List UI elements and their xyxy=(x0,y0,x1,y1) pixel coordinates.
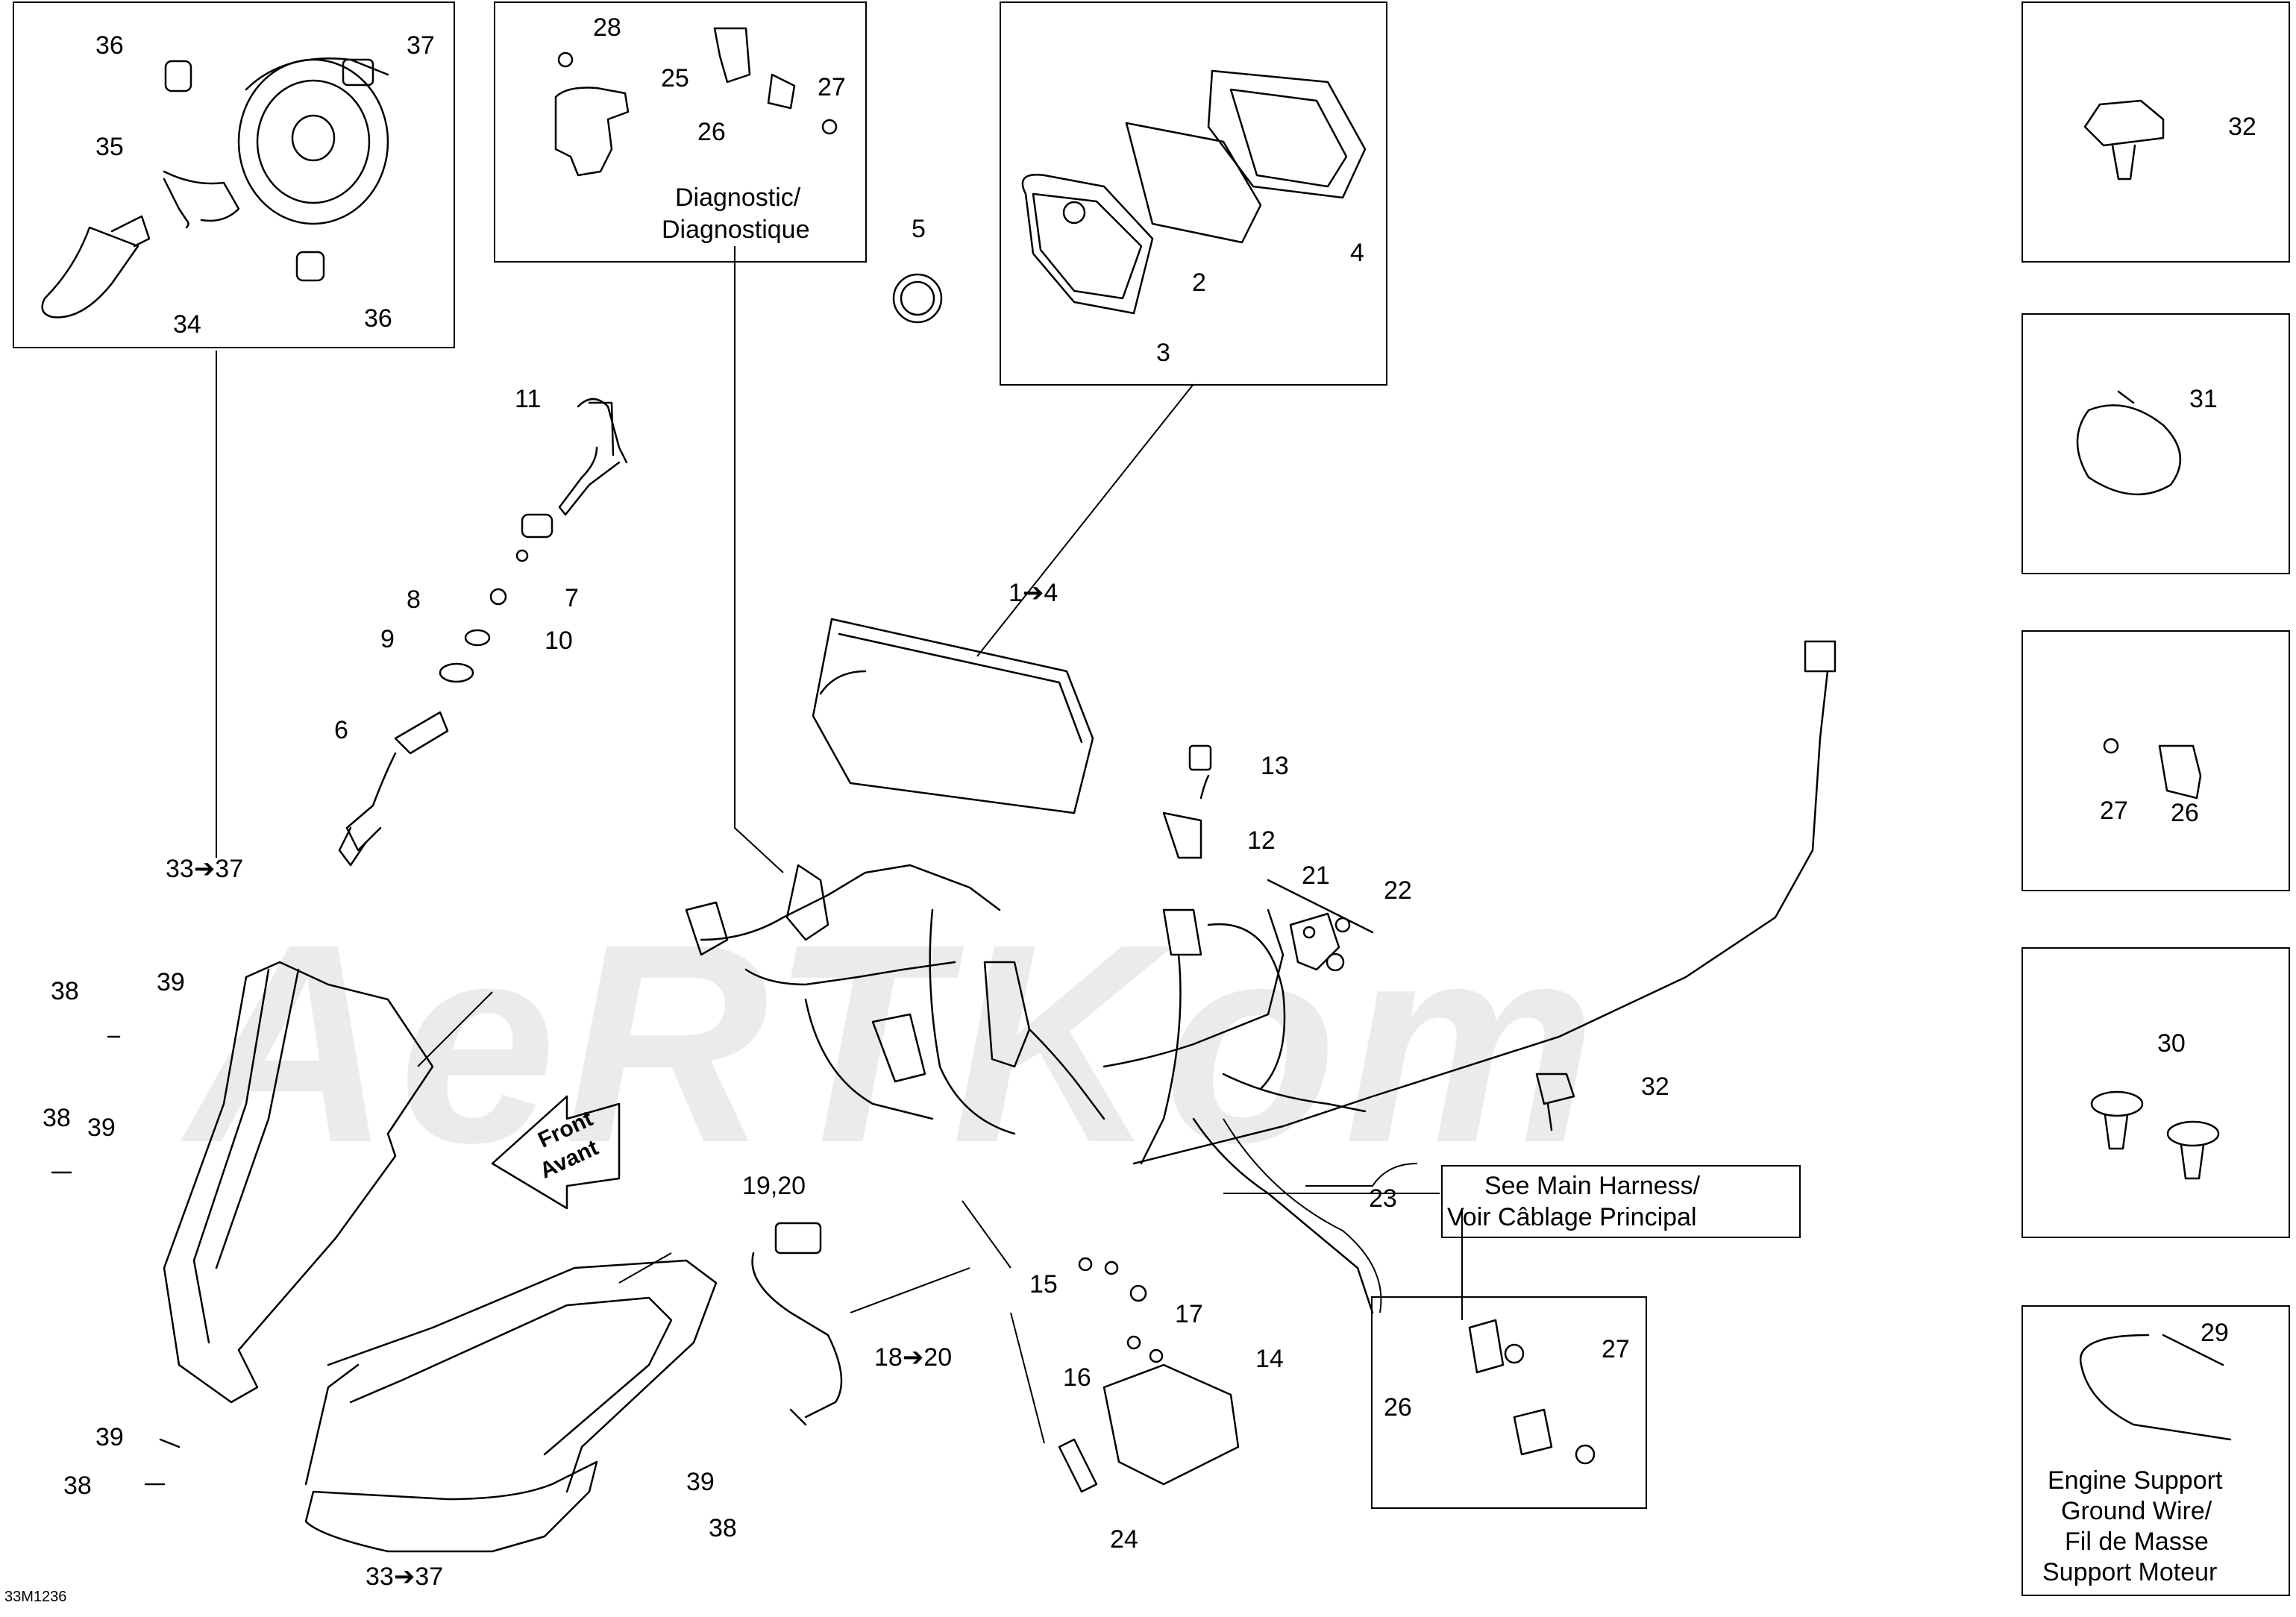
callout-34: 34 xyxy=(173,310,201,339)
inset-diagnostic xyxy=(494,1,867,263)
strap-part xyxy=(2076,390,2182,496)
harness-note-box xyxy=(1441,1165,1801,1238)
callout-2: 2 xyxy=(1192,269,1206,297)
sensor-cable-parts xyxy=(338,398,628,867)
callout-25: 25 xyxy=(661,64,689,92)
callout-7: 7 xyxy=(565,584,579,612)
inset-strap-31 xyxy=(2021,313,2290,574)
callout-9: 9 xyxy=(380,625,395,653)
clip-bracket-parts xyxy=(1468,738,2202,1465)
callout-1-4: 1➔4 xyxy=(1009,579,1058,607)
callout-39-b: 39 xyxy=(87,1114,116,1142)
figure-reference: 33M1236 xyxy=(4,1589,67,1605)
callout-31: 31 xyxy=(2189,385,2218,413)
main-harness xyxy=(685,618,1837,1314)
callout-26-inset: 26 xyxy=(1384,1393,1412,1422)
callout-15: 15 xyxy=(1029,1270,1058,1299)
callout-33-37-top: 33➔37 xyxy=(166,855,244,883)
callout-32-inset: 32 xyxy=(2228,113,2256,141)
callout-26-right: 26 xyxy=(2171,799,2199,827)
callout-38-b: 38 xyxy=(43,1104,71,1132)
callout-21: 21 xyxy=(1302,861,1330,890)
callout-35: 35 xyxy=(95,133,124,161)
push-rivets-parts xyxy=(2090,1090,2220,1180)
callout-16: 16 xyxy=(1063,1363,1091,1392)
harness-note-line2: Voir Câblage Principal xyxy=(1447,1203,1697,1231)
inset-headlamp-bulb xyxy=(13,1,455,348)
callout-8: 8 xyxy=(407,585,421,614)
ground-wire-note-line2: Ground Wire/ xyxy=(2061,1497,2212,1525)
callout-29: 29 xyxy=(2201,1319,2229,1347)
diagnostic-connector-parts xyxy=(554,27,838,177)
relay-parts xyxy=(1058,1257,1240,1493)
harness-note-line1: See Main Harness/ xyxy=(1484,1172,1701,1200)
callout-26-diag: 26 xyxy=(697,118,726,146)
callout-3: 3 xyxy=(1156,339,1170,367)
callout-19-20: 19,20 xyxy=(742,1172,806,1200)
callout-36-top: 36 xyxy=(95,31,124,60)
push-fastener xyxy=(1535,1073,1575,1131)
inset-ground-wire-29 xyxy=(2021,1305,2290,1596)
inset-clip-32 xyxy=(2021,1,2290,263)
callout-28: 28 xyxy=(593,13,621,42)
callout-13: 13 xyxy=(1261,752,1289,780)
inset-bracket-26-27 xyxy=(2021,630,2290,891)
front-arrow xyxy=(491,1095,621,1210)
diagnostic-title-line1: Diagnostic/ xyxy=(675,183,801,212)
callout-36-bottom: 36 xyxy=(364,304,392,333)
callout-12: 12 xyxy=(1247,826,1276,855)
callout-22: 22 xyxy=(1384,876,1412,905)
callout-37: 37 xyxy=(407,31,435,60)
callout-14: 14 xyxy=(1255,1345,1284,1373)
callout-27-inset: 27 xyxy=(1602,1335,1630,1363)
callout-6: 6 xyxy=(334,716,348,744)
callout-39-d: 39 xyxy=(686,1468,715,1496)
callout-38-a: 38 xyxy=(51,977,79,1005)
callout-39-a: 39 xyxy=(157,968,185,996)
callout-30: 30 xyxy=(2157,1029,2186,1058)
callout-4: 4 xyxy=(1350,239,1364,267)
headlight-assembly xyxy=(51,961,718,1553)
callout-32-main: 32 xyxy=(1641,1073,1669,1101)
callout-38-c: 38 xyxy=(63,1472,92,1500)
callout-27-diag: 27 xyxy=(818,73,846,101)
callout-5: 5 xyxy=(912,215,926,243)
callout-24: 24 xyxy=(1110,1525,1138,1554)
clip-part-32 xyxy=(2083,99,2165,180)
inset-rivets-30 xyxy=(2021,947,2290,1238)
diagnostic-title-line2: Diagnostique xyxy=(662,216,810,244)
callout-38-d: 38 xyxy=(709,1514,737,1542)
inset-clip-26-27 xyxy=(1371,1296,1647,1509)
gauge-cluster-parts xyxy=(892,69,1367,324)
ground-wire-part xyxy=(2079,1334,2232,1441)
callout-39-c: 39 xyxy=(95,1423,124,1451)
ground-wire-note-line3: Fil de Masse xyxy=(2065,1527,2209,1556)
callout-10: 10 xyxy=(545,627,573,655)
headlamp-bulb-parts xyxy=(41,57,389,318)
watermark: AeRTKom xyxy=(186,885,1604,1202)
callout-33-37-bottom: 33➔37 xyxy=(366,1563,444,1591)
ground-wire-note-line4: Support Moteur xyxy=(2042,1558,2218,1586)
callout-18-20: 18➔20 xyxy=(874,1343,953,1372)
callout-23: 23 xyxy=(1369,1184,1397,1213)
callout-27-right: 27 xyxy=(2100,797,2128,825)
callout-11: 11 xyxy=(515,385,542,413)
ground-wire-note-line1: Engine Support xyxy=(2048,1466,2223,1495)
callout-17: 17 xyxy=(1175,1300,1203,1328)
temp-sensor-wire xyxy=(751,1222,843,1426)
inset-gauge xyxy=(1000,1,1387,386)
harness-connectors xyxy=(1162,744,1351,972)
